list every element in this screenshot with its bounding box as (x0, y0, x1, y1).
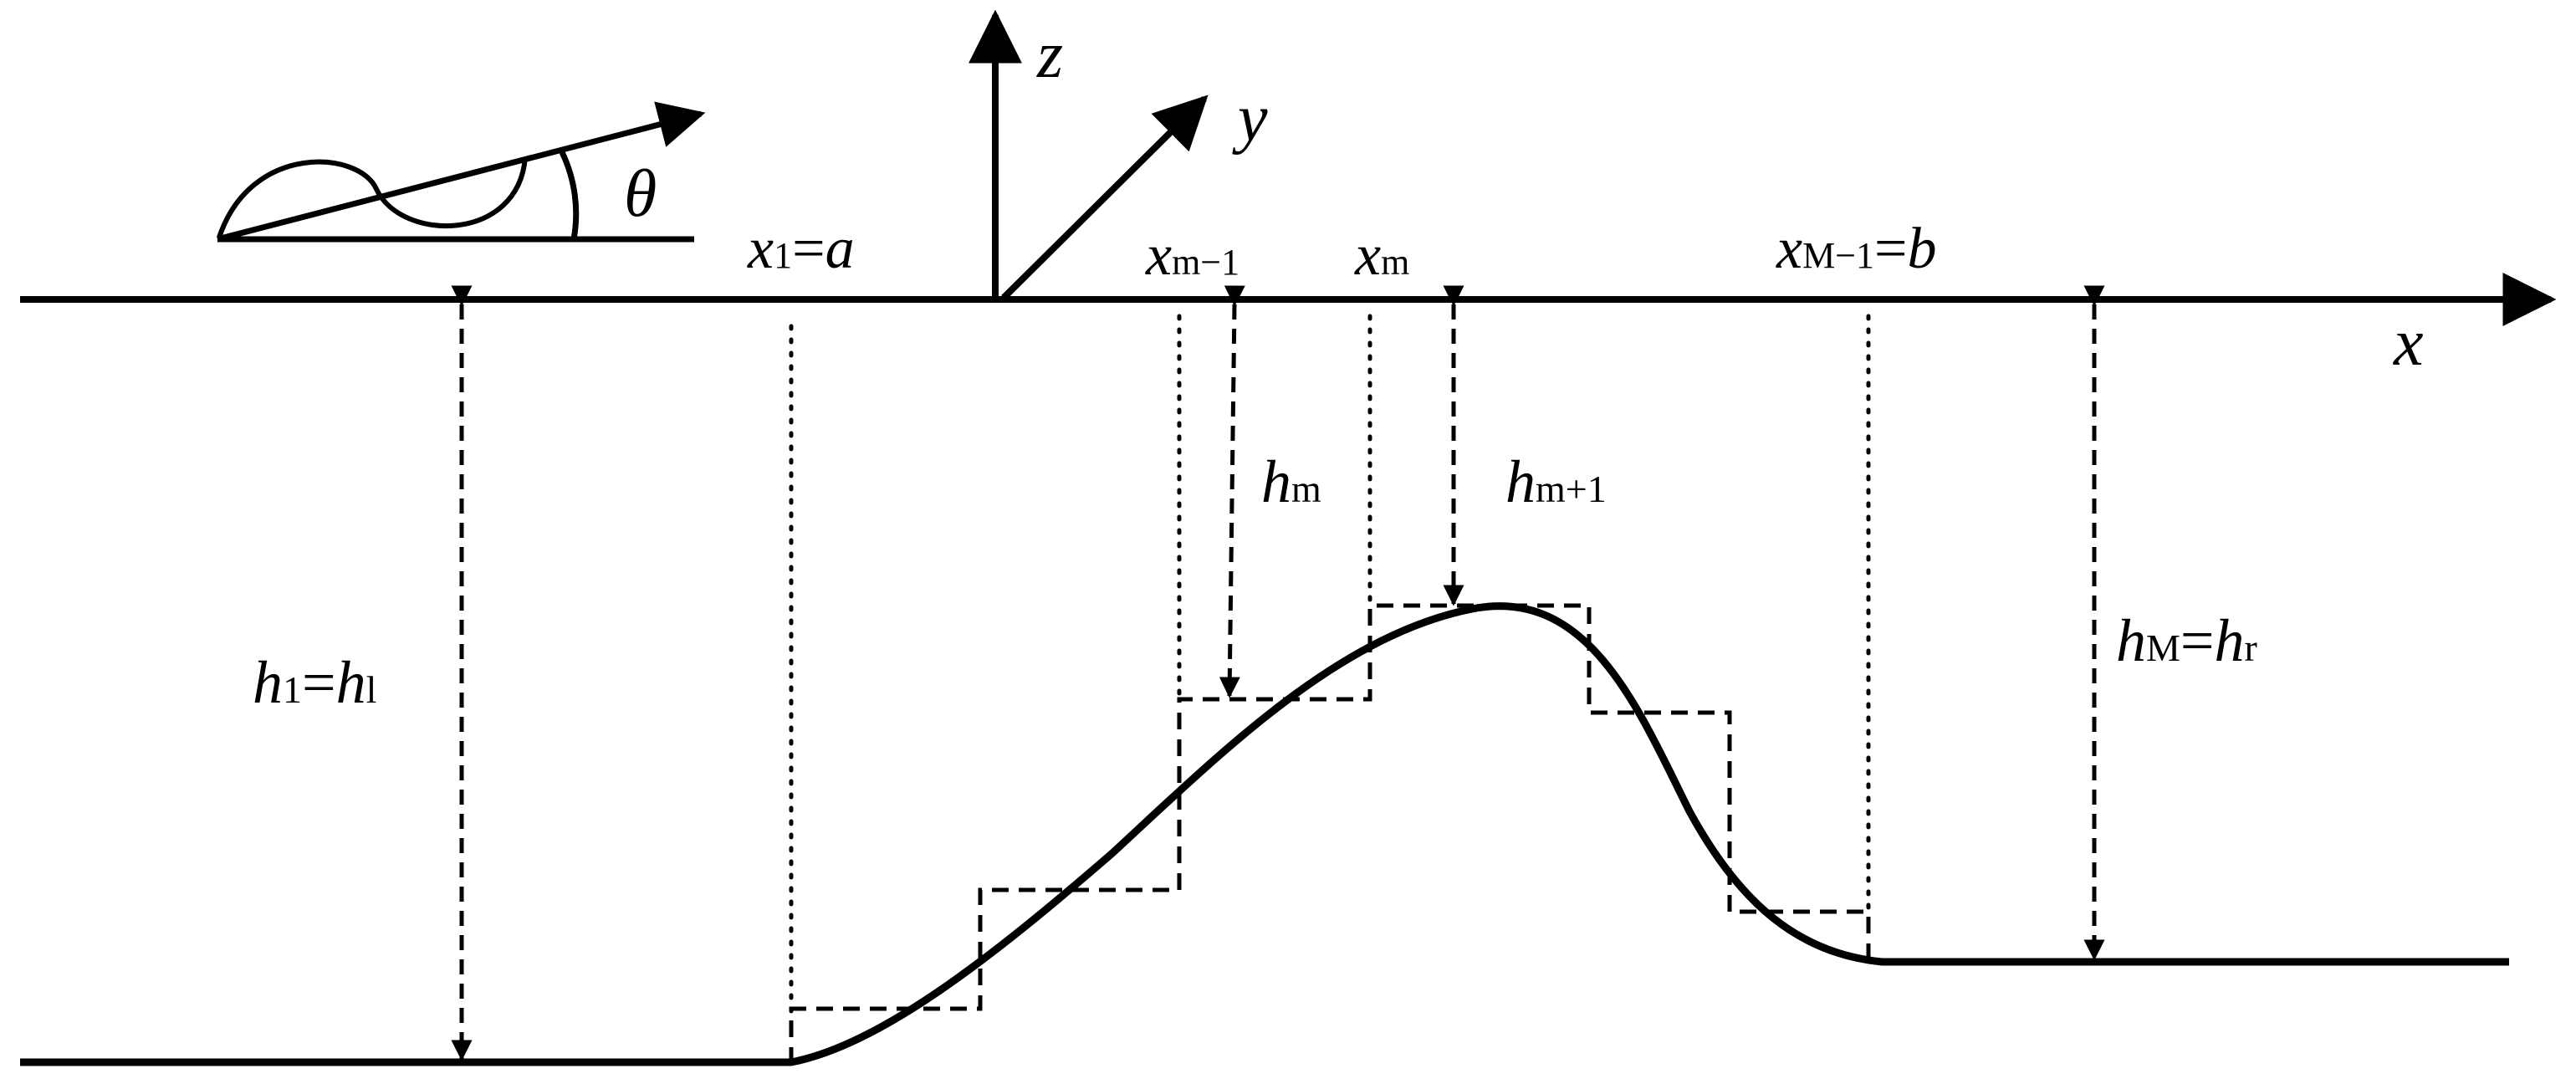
depth-arrows (451, 285, 2105, 1061)
depth-arrow-hm (1219, 285, 1245, 698)
dotted-reference-lines (789, 314, 1871, 1015)
label-xm-1: xm−1 (1145, 223, 1239, 288)
label-hm+1: hm+1 (1505, 448, 1607, 515)
x-axis-label: x (2393, 306, 2424, 380)
z-axis-label: z (1036, 18, 1063, 92)
label-xm: xm (1354, 223, 1409, 288)
angle-theta-label: θ (624, 157, 657, 231)
y-axis-label: y (1232, 82, 1268, 156)
y-axis-line (1001, 95, 1209, 300)
incident-wave-icon (217, 101, 706, 243)
seabed-profile (20, 602, 2509, 1066)
label-h1-eq-hl: h1=hl (253, 649, 376, 716)
label-hM-eq-hr: hM=hr (2116, 607, 2257, 674)
label-hm: hm (1261, 448, 1321, 515)
label-x1-eq-a: x1=a (747, 217, 855, 281)
label-xM-1-eq-b: xM−1=b (1776, 217, 1937, 281)
